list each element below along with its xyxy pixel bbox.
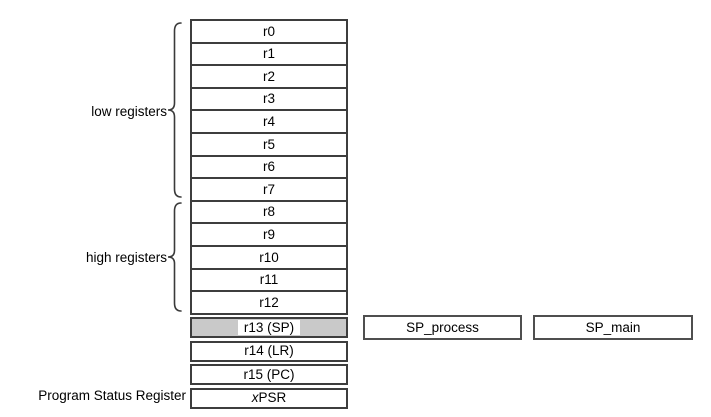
register-cell: r4 — [192, 111, 346, 135]
low-registers-label: low registers — [91, 104, 167, 119]
register-cell-xpsr: xPSR — [190, 387, 348, 409]
register-cell: r12 — [259, 294, 279, 310]
register-cell-r14-lr: r14 (LR) — [190, 340, 348, 362]
register-label: r14 (LR) — [244, 343, 294, 359]
register-cell: r8 — [192, 202, 346, 225]
curly-brace-high-registers-icon — [167, 202, 184, 312]
high-registers-label: high registers — [85, 250, 167, 265]
register-cell: r0 — [192, 21, 346, 44]
register-cell: r7 — [192, 179, 346, 202]
register-label: r13 (SP) — [237, 319, 301, 336]
xpsr-psr-text: PSR — [258, 390, 287, 406]
register-cell: r9 — [192, 224, 346, 248]
sp-process-box: SP_process — [363, 315, 522, 340]
register-cell: r6 — [192, 157, 346, 180]
register-cell-r15-pc: r15 (PC) — [190, 364, 348, 385]
register-cell: r1 — [192, 44, 346, 67]
xpsr-italic-x: x — [251, 390, 259, 406]
general-registers-table: r0 r1 r2 r3 r4 r5 r6 r7 r8 r9 r10 r11 r1… — [190, 19, 348, 315]
register-cell: r10 — [192, 247, 346, 270]
register-cell: r5 — [192, 134, 346, 157]
register-cell-r13-sp: r13 (SP) — [190, 317, 348, 338]
register-label: r15 (PC) — [243, 366, 295, 382]
register-cell: r11 — [192, 270, 346, 293]
register-label: xPSR — [252, 391, 287, 405]
sp-main-box: SP_main — [533, 315, 693, 340]
program-status-register-label: Program Status Register — [38, 388, 186, 403]
curly-brace-low-registers-icon — [167, 22, 184, 198]
register-cell: r2 — [192, 66, 346, 89]
register-cell: r3 — [192, 89, 346, 112]
